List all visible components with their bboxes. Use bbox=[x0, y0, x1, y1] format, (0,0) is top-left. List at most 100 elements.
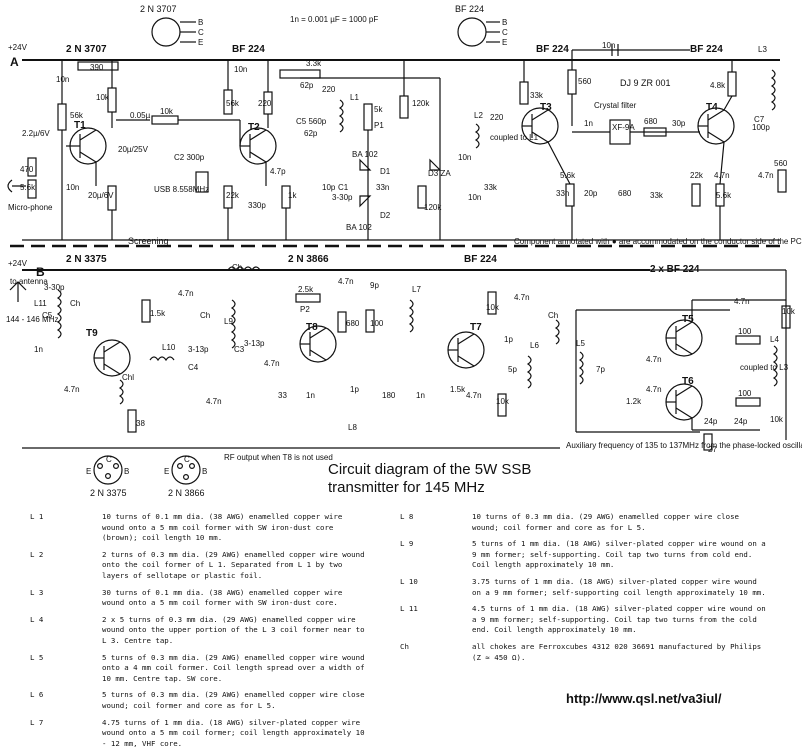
svg-text:D2: D2 bbox=[380, 211, 391, 220]
svg-text:220: 220 bbox=[490, 113, 504, 122]
svg-text:C: C bbox=[106, 455, 112, 464]
svg-text:220: 220 bbox=[322, 85, 336, 94]
transistor-label-t1: 2 N 3707 bbox=[66, 44, 107, 55]
svg-text:24p: 24p bbox=[734, 417, 748, 426]
svg-text:L7: L7 bbox=[412, 285, 421, 294]
svg-text:22k: 22k bbox=[226, 191, 240, 200]
svg-text:120k: 120k bbox=[412, 99, 430, 108]
aux-freq-label: Auxiliary frequency of 135 to 137MHz fro… bbox=[566, 441, 802, 450]
pin-c-label: C bbox=[198, 28, 204, 37]
svg-text:56k: 56k bbox=[226, 99, 240, 108]
svg-text:Chl: Chl bbox=[122, 373, 134, 382]
svg-text:220: 220 bbox=[258, 99, 272, 108]
svg-text:C2 300p: C2 300p bbox=[174, 153, 205, 162]
component-note-text: Component annotated with ● are accommoda… bbox=[514, 237, 802, 246]
pinout-2n3707: 2 N 3707 B C E bbox=[140, 4, 204, 47]
transistor-label-t3: BF 224 bbox=[536, 44, 569, 55]
svg-text:B: B bbox=[502, 18, 507, 27]
svg-text:C: C bbox=[502, 28, 508, 37]
svg-text:L4: L4 bbox=[770, 335, 779, 344]
svg-text:5p: 5p bbox=[508, 365, 517, 374]
svg-text:38: 38 bbox=[136, 419, 145, 428]
svg-text:10p: 10p bbox=[322, 183, 336, 192]
pinout-bottom-right-label: 2 N 3866 bbox=[168, 488, 205, 498]
svg-text:100: 100 bbox=[738, 327, 752, 336]
micro-label: Micro-phone bbox=[8, 203, 53, 212]
svg-text:L9: L9 bbox=[224, 317, 233, 326]
svg-text:3-30p: 3-30p bbox=[332, 193, 353, 202]
svg-text:1k: 1k bbox=[288, 191, 297, 200]
pinout-bottom-left-label: 2 N 3375 bbox=[90, 488, 127, 498]
svg-text:33n: 33n bbox=[376, 183, 389, 192]
svg-text:20p: 20p bbox=[584, 189, 598, 198]
svg-text:4.8k: 4.8k bbox=[710, 81, 726, 90]
svg-text:4.7n: 4.7n bbox=[734, 297, 750, 306]
transistor-label-t2: BF 224 bbox=[232, 44, 265, 55]
svg-text:Ch: Ch bbox=[548, 311, 558, 320]
svg-text:L5: L5 bbox=[576, 339, 585, 348]
svg-text:P1: P1 bbox=[374, 121, 384, 130]
ba102-top-label: BA 102 bbox=[352, 150, 378, 159]
svg-text:3-13p: 3-13p bbox=[244, 339, 265, 348]
svg-text:56k: 56k bbox=[70, 111, 84, 120]
svg-text:33k: 33k bbox=[484, 183, 498, 192]
svg-text:100: 100 bbox=[738, 389, 752, 398]
svg-text:T4: T4 bbox=[706, 102, 718, 113]
svg-text:20µ/25V: 20µ/25V bbox=[118, 145, 149, 154]
svg-text:B: B bbox=[202, 467, 207, 476]
svg-text:560: 560 bbox=[578, 77, 592, 86]
svg-text:4.7n: 4.7n bbox=[646, 355, 662, 364]
usb-label: USB 8.558MHz bbox=[154, 185, 209, 194]
transistor-label-t9: 2 N 3375 bbox=[66, 254, 107, 265]
svg-text:1p: 1p bbox=[504, 335, 513, 344]
svg-text:Ch: Ch bbox=[200, 311, 210, 320]
svg-text:5.6k: 5.6k bbox=[560, 171, 576, 180]
svg-text:4.7n: 4.7n bbox=[264, 359, 280, 368]
svg-text:1.2k: 1.2k bbox=[626, 397, 642, 406]
svg-text:100: 100 bbox=[370, 319, 384, 328]
aux-freq-text: Auxiliary frequency of 135 to 137MHz fro… bbox=[566, 441, 802, 450]
svg-text:C5: C5 bbox=[42, 311, 53, 320]
rf-output-label: RF output when T8 is not used bbox=[224, 453, 333, 462]
svg-text:62p: 62p bbox=[304, 129, 318, 138]
svg-text:20µ/6V: 20µ/6V bbox=[88, 191, 114, 200]
svg-text:10k: 10k bbox=[782, 307, 796, 316]
coupled-l3-label: coupled to L3 bbox=[740, 363, 789, 372]
svg-text:10n: 10n bbox=[66, 183, 79, 192]
svg-text:4.7n: 4.7n bbox=[466, 391, 482, 400]
svg-text:33n: 33n bbox=[556, 189, 569, 198]
svg-text:330p: 330p bbox=[248, 201, 266, 210]
crystal-label: Crystal filter bbox=[594, 101, 637, 110]
svg-text:4.7n: 4.7n bbox=[338, 277, 354, 286]
svg-text:1.5k: 1.5k bbox=[150, 309, 166, 318]
svg-text:T3: T3 bbox=[540, 102, 552, 113]
svg-text:4.7n: 4.7n bbox=[758, 171, 774, 180]
svg-text:C3: C3 bbox=[234, 345, 245, 354]
pin-b-label: B bbox=[198, 18, 203, 27]
svg-text:10n: 10n bbox=[56, 75, 69, 84]
svg-text:T8: T8 bbox=[306, 322, 318, 333]
pinout-top-right-label: BF 224 bbox=[455, 4, 484, 14]
svg-text:22k: 22k bbox=[690, 171, 704, 180]
pin-e-label: E bbox=[198, 38, 203, 47]
source-url[interactable]: http://www.qsl.net/va3iul/ bbox=[566, 691, 722, 706]
transistor-label-t7: BF 224 bbox=[464, 254, 497, 265]
svg-text:470: 470 bbox=[20, 165, 34, 174]
svg-text:10k: 10k bbox=[486, 303, 500, 312]
svg-text:T9: T9 bbox=[86, 328, 98, 339]
svg-text:Ch: Ch bbox=[70, 299, 80, 308]
svg-text:4.7n: 4.7n bbox=[714, 171, 730, 180]
supply-top-label: +24V bbox=[8, 43, 28, 52]
l2-label: L2 bbox=[474, 111, 483, 120]
svg-text:E: E bbox=[502, 38, 507, 47]
svg-text:27: 27 bbox=[708, 445, 717, 454]
svg-text:1n: 1n bbox=[416, 391, 425, 400]
